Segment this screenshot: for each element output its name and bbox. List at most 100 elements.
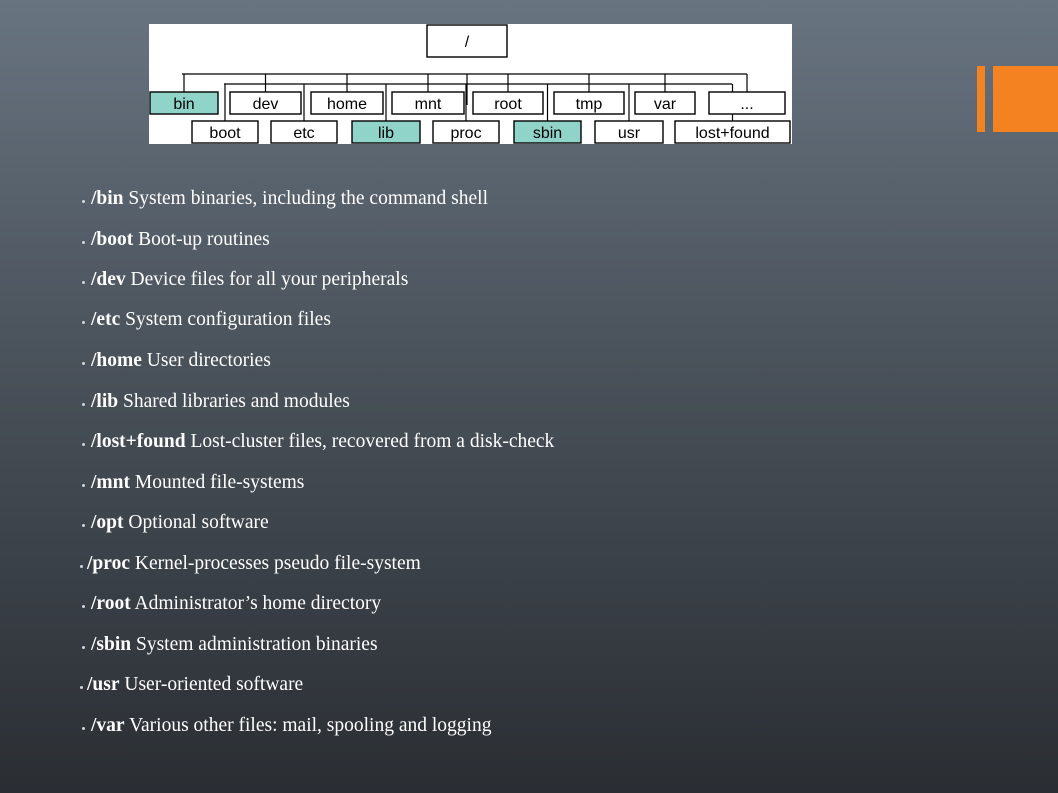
bullet-icon (82, 321, 85, 324)
node-label: ... (740, 96, 753, 113)
directory-description: Shared libraries and modules (122, 391, 350, 412)
tree-node: bin (149, 91, 219, 115)
bullet-icon (82, 443, 85, 446)
node-box (351, 120, 421, 144)
directory-description: System binaries, including the command s… (128, 188, 489, 209)
node-label: / (465, 34, 470, 51)
node-label: lib (378, 125, 394, 142)
tree-node: tmp (553, 91, 625, 115)
list-item: /root Administrator’s home directory (82, 592, 382, 616)
node-label: mnt (415, 96, 442, 113)
list-item: /proc Kernel-processes pseudo file-syste… (80, 552, 421, 576)
list-item: /dev Device files for all your periphera… (82, 268, 409, 292)
list-item: /lib Shared libraries and modules (82, 390, 350, 414)
directory-description: User directories (146, 350, 271, 371)
directory-description: Mounted file-systems (134, 472, 305, 493)
node-label: dev (253, 96, 279, 113)
node-box (708, 91, 786, 115)
node-box (553, 91, 625, 115)
tree-node: proc (432, 120, 500, 144)
bullet-icon (82, 241, 85, 244)
bullet-icon (82, 362, 85, 365)
node-box (472, 91, 544, 115)
list-item: /boot Boot-up routines (82, 228, 270, 252)
tree-node: sbin (513, 120, 582, 144)
directory-description: Optional software (128, 512, 269, 533)
bullet-icon (80, 686, 83, 689)
node-label: tmp (576, 96, 603, 113)
node-label: var (654, 96, 677, 113)
list-item: /mnt Mounted file-systems (82, 471, 305, 495)
node-label: home (327, 96, 367, 113)
node-box (310, 91, 384, 115)
directory-description: User-oriented software (124, 674, 304, 695)
tree-node: mnt (391, 91, 465, 115)
node-box (513, 120, 582, 144)
directory-term: /root (91, 593, 131, 614)
bullet-icon (80, 565, 83, 568)
list-item: /opt Optional software (82, 511, 269, 535)
node-box (391, 91, 465, 115)
node-label: proc (450, 125, 481, 142)
directory-term: /etc (91, 309, 121, 330)
directory-description: Various other files: mail, spooling and … (129, 715, 492, 736)
node-box (594, 120, 664, 144)
bullet-icon (82, 524, 85, 527)
directory-description: Lost-cluster files, recovered from a dis… (190, 431, 555, 452)
tree-node: ... (708, 91, 786, 115)
directory-term: /bin (91, 188, 124, 209)
tree-node: etc (270, 120, 338, 144)
node-box (432, 120, 500, 144)
directory-description: Boot-up routines (138, 229, 270, 250)
directory-description: Administrator’s home directory (134, 593, 382, 614)
bullet-icon (82, 281, 85, 284)
bullet-icon (82, 403, 85, 406)
bullet-icon (82, 727, 85, 730)
list-item: /var Various other files: mail, spooling… (82, 714, 492, 738)
node-box (191, 120, 259, 144)
tree-node: boot (191, 120, 259, 144)
directory-description: Device files for all your peripherals (130, 269, 409, 290)
tree-node: dev (229, 91, 302, 115)
directory-term: /usr (87, 674, 120, 695)
node-box (149, 91, 219, 115)
node-box (229, 91, 302, 115)
tree-node: home (310, 91, 384, 115)
node-label: bin (173, 96, 194, 113)
tree-node: root (472, 91, 544, 115)
directory-description: System administration binaries (136, 634, 378, 655)
list-item: /sbin System administration binaries (82, 633, 378, 657)
directory-term: /dev (91, 269, 126, 290)
tree-node-root: / (426, 24, 508, 58)
directory-term: /sbin (91, 634, 132, 655)
bullet-icon (82, 605, 85, 608)
directory-term: /home (91, 350, 142, 371)
directory-term: /var (91, 715, 125, 736)
node-label: boot (209, 125, 241, 142)
tree-connectors (182, 73, 748, 121)
node-label: etc (293, 125, 314, 142)
list-item: /etc System configuration files (82, 308, 331, 332)
directory-term: /mnt (91, 472, 130, 493)
node-label: lost+found (695, 125, 769, 142)
list-item: /home User directories (82, 349, 271, 373)
directory-description: Kernel-processes pseudo file-system (134, 553, 421, 574)
directory-term: /lib (91, 391, 119, 412)
directory-tree-diagram: / bin dev home mnt root tmp var... boot etc lib pro… (149, 24, 792, 144)
directory-term: /opt (91, 512, 124, 533)
bullet-icon (82, 200, 85, 203)
node-box (426, 24, 508, 58)
bullet-icon (82, 646, 85, 649)
bullet-icon (82, 484, 85, 487)
list-item: /bin System binaries, including the comm… (82, 187, 489, 211)
node-box (674, 120, 791, 144)
tree-node: lost+found (674, 120, 791, 144)
node-label: usr (618, 125, 641, 142)
accent-bar-thin (977, 66, 985, 132)
node-box (270, 120, 338, 144)
tree-node: var (634, 91, 696, 115)
directory-term: /lost+found (91, 431, 186, 452)
directory-tree-svg: / bin dev home mnt root tmp var... boot etc lib pro… (149, 24, 791, 144)
node-label: root (494, 96, 522, 113)
